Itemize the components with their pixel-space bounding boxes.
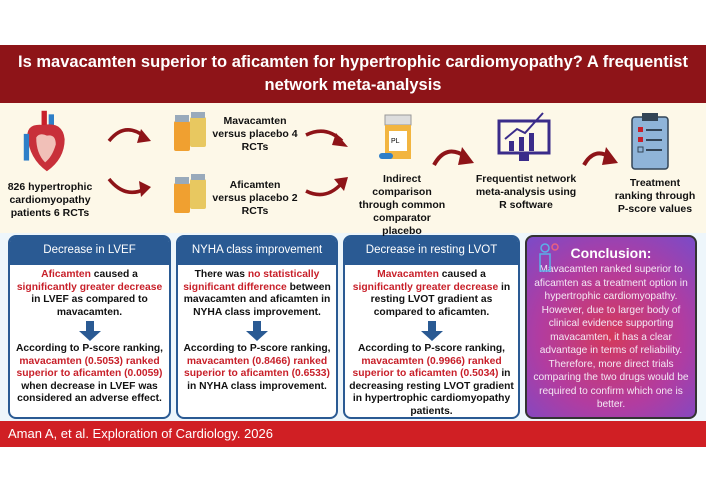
card-lvef: Decrease in LVEF Aficamten caused a sign… xyxy=(8,235,171,419)
conclusion-card: Conclusion: Mavacamten ranked superior t… xyxy=(525,235,697,419)
arrow-icon xyxy=(582,147,618,167)
card-lvot: Decrease in resting LVOT gradient Mavaca… xyxy=(343,235,520,419)
arrow-icon xyxy=(305,177,348,197)
page-title: Is mavacamten superior to aficamten for … xyxy=(0,45,706,103)
clipboard-checklist-icon xyxy=(631,113,669,170)
text: There was xyxy=(194,269,248,280)
text: in NYHA class improvement. xyxy=(187,380,327,392)
card-header: Decrease in LVEF xyxy=(10,237,169,265)
down-arrow-icon xyxy=(420,321,443,341)
drug-name: Aficamten xyxy=(41,269,91,280)
pill-bottles-icon xyxy=(174,112,206,151)
indirect-comparison-text: Indirect comparison through common compa… xyxy=(358,173,446,237)
highlight: mavacamten (0.5053) ranked superior to a… xyxy=(16,355,163,380)
text: caused a xyxy=(438,269,486,280)
mavacamten-trials: Mavacamten versus placebo 4 RCTs xyxy=(212,115,298,153)
down-arrow-icon xyxy=(78,321,101,341)
placebo-bottle-icon: PL xyxy=(379,114,412,159)
text: between mavacamten and aficamten in NYHA… xyxy=(183,281,331,318)
pill-bottles-icon xyxy=(174,174,206,213)
study-flow: 826 hypertrophic cardiomyopathy patients… xyxy=(0,103,706,237)
drug-name: Mavacamten xyxy=(377,269,439,280)
conclusion-text: Mavacamten ranked superior to aficamten … xyxy=(533,264,689,410)
text: caused a xyxy=(90,269,138,280)
patients-text: 826 hypertrophic cardiomyopathy patients… xyxy=(7,181,93,219)
text: According to P-score ranking, xyxy=(15,343,164,354)
arrow-icon xyxy=(305,129,348,147)
highlight: mavacamten (0.8466) ranked superior to a… xyxy=(184,355,330,380)
card-header: NYHA class improvement xyxy=(178,237,336,265)
text: in resting LVOT gradient as compared to … xyxy=(370,281,511,318)
aficamten-trials: Aficamten versus placebo 2 RCTs xyxy=(212,179,298,217)
highlight: significantly greater decrease xyxy=(352,281,499,293)
highlight: mavacamten (0.9966) ranked superior to a… xyxy=(352,355,502,380)
ranking-text: Treatment ranking through P-score values xyxy=(614,177,696,215)
citation-footer: Aman A, et al. Exploration of Cardiology… xyxy=(0,421,706,447)
text: According to P-score ranking, xyxy=(357,343,506,354)
down-arrow-icon xyxy=(246,321,268,341)
text: According to P-score ranking, xyxy=(183,343,331,354)
text: in LVEF as compared to mavacamten. xyxy=(31,294,148,318)
card-nyha: NYHA class improvement There was no stat… xyxy=(176,235,338,419)
arrow-icon xyxy=(107,128,151,143)
card-header: Decrease in resting LVOT gradient xyxy=(345,237,518,283)
nma-text: Frequentist network meta-analysis using … xyxy=(475,173,577,211)
monitor-chart-icon xyxy=(497,112,551,161)
text: when decrease in LVEF was considered an … xyxy=(17,380,162,405)
placebo-label: PL xyxy=(391,138,400,145)
results-section: Decrease in LVEF Aficamten caused a sign… xyxy=(0,233,706,421)
text: in decreasing resting LVOT gradient in h… xyxy=(349,368,514,417)
conclusion-title: Conclusion: xyxy=(570,245,652,261)
person-icon xyxy=(539,243,559,272)
highlight: significantly greater decrease xyxy=(16,281,163,293)
arrow-icon xyxy=(432,147,474,167)
arrow-icon xyxy=(107,177,151,197)
highlight: no statistically significant difference xyxy=(183,269,320,293)
heart-icon xyxy=(23,110,65,172)
